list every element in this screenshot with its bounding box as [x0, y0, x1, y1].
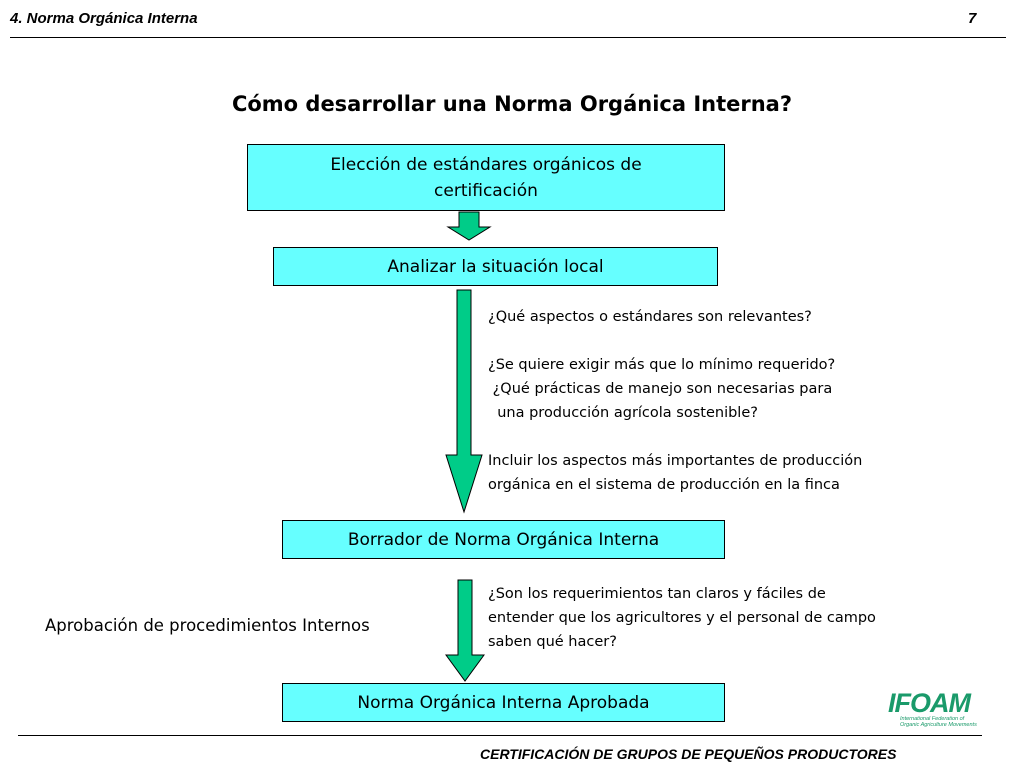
question-clear-requirements-line2: entender que los agricultores y el perso…: [488, 610, 876, 626]
step-label-local-analysis: Analizar la situación local: [387, 256, 604, 277]
note-include-aspects-line2: orgánica en el sistema de producción en …: [488, 477, 840, 493]
step-label-draft: Borrador de Norma Orgánica Interna: [347, 529, 660, 550]
footer-text: CERTIFICACIÓN DE GRUPOS DE PEQUEÑOS PROD…: [480, 746, 897, 762]
header-rule: [10, 37, 1006, 38]
question-practices-line1: ¿Qué prácticas de manejo son necesarias …: [488, 381, 833, 397]
arrow-down-3: [445, 579, 485, 682]
step-box-approved: Norma Orgánica Interna Aprobada: [282, 683, 725, 722]
ifoam-logo-wordmark: IFOAM: [888, 688, 971, 718]
step-box-local-analysis: Analizar la situación local: [273, 247, 718, 286]
ifoam-logo-line2: Organic Agriculture Movements: [900, 722, 977, 728]
question-practices-line2: una producción agrícola sostenible?: [488, 405, 758, 421]
step-box-standards: Elección de estándares orgánicos de cert…: [247, 144, 725, 211]
arrow-down-1: [446, 211, 492, 241]
page-title: Cómo desarrollar una Norma Orgánica Inte…: [231, 92, 793, 116]
footer-rule: [18, 735, 982, 736]
side-label-approval: Aprobación de procedimientos Internos: [45, 616, 370, 635]
question-relevant-standards: ¿Qué aspectos o estándares son relevante…: [488, 309, 812, 325]
arrow-down-2: [445, 289, 483, 514]
header-section-title: 4. Norma Orgánica Interna: [10, 10, 198, 27]
question-clear-requirements-line3: saben qué hacer?: [488, 634, 617, 650]
question-clear-requirements-line1: ¿Son los requerimientos tan claros y fác…: [488, 586, 826, 602]
ifoam-logo-line1: International Federation of: [900, 716, 965, 722]
page-number: 7: [968, 10, 977, 27]
step-label-standards: Elección de estándares orgánicos de cert…: [330, 154, 642, 201]
question-exceed-minimum: ¿Se quiere exigir más que lo mínimo requ…: [488, 357, 836, 373]
step-label-approved: Norma Orgánica Interna Aprobada: [357, 692, 650, 713]
step-box-draft: Borrador de Norma Orgánica Interna: [282, 520, 725, 559]
note-include-aspects-line1: Incluir los aspectos más importantes de …: [488, 453, 863, 469]
ifoam-logo: IFOAM International Federation of Organi…: [888, 688, 988, 729]
